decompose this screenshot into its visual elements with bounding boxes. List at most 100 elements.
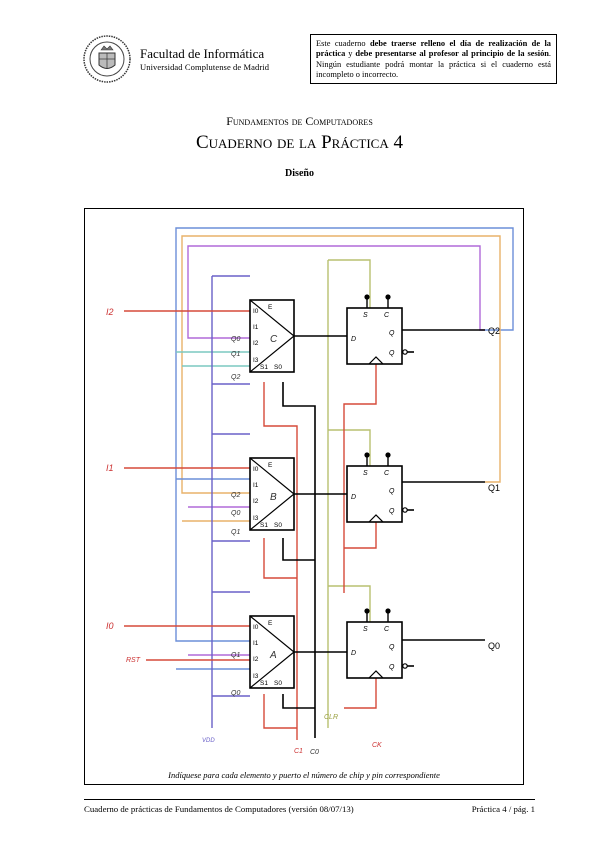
mux-pin-i0: I0: [253, 308, 259, 315]
mux-triangle: [249, 615, 295, 689]
ff-set-dot: [364, 452, 370, 458]
ff-pin-q: Q: [389, 644, 395, 651]
handwritten-q2-top: Q2: [231, 374, 240, 381]
mux-pin-i3: I3: [253, 515, 259, 522]
handwritten-input-i0: I0: [106, 621, 114, 631]
mux-body: [249, 615, 295, 689]
mux-pin-s1: S1: [260, 522, 268, 529]
university-seal-logo: [83, 35, 131, 83]
handwritten-q2-mid: Q2: [231, 492, 240, 499]
notice-bold: debe traerse relleno el día de realizaci…: [316, 39, 551, 59]
handwritten-vdd: VDD: [202, 738, 215, 744]
mux-pin-e: E: [268, 462, 273, 469]
notice-text: Este cuaderno: [316, 39, 370, 48]
output-label-q0: Q0: [488, 641, 500, 651]
footer-divider: [84, 799, 535, 800]
ff-clear-dot: [385, 452, 391, 458]
mux-pin-i1: I1: [253, 640, 259, 647]
course-name: Fundamentos de Computadores: [226, 114, 373, 128]
handwritten-clr: CLR: [324, 714, 338, 721]
notice-text: y: [345, 49, 356, 59]
ff-clock-triangle: [368, 356, 384, 365]
footer-left-text: Cuaderno de prácticas de Fundamentos de …: [84, 804, 354, 814]
ff-body: [346, 307, 403, 365]
handwritten-input-i2: I2: [106, 307, 114, 317]
mux-pin-i3: I3: [253, 673, 259, 680]
ff-pin-q: Q: [389, 330, 395, 337]
ff-set-dot: [364, 608, 370, 614]
handwritten-c0: C0: [310, 749, 319, 756]
mux-handwritten-mark: C: [270, 334, 278, 345]
flip-flop-0: S C D Q Q: [346, 608, 414, 679]
ff-pin-s: S: [363, 470, 368, 477]
section-title: Diseño: [285, 168, 314, 179]
mux-pin-i2: I2: [253, 656, 259, 663]
page-title: Cuaderno de la Práctica 4: [195, 132, 403, 153]
handwritten-q1-top: Q1: [231, 351, 240, 358]
diagram-frame: [84, 208, 524, 785]
ff-pin-s: S: [363, 626, 368, 633]
ff-pin-d: D: [351, 494, 356, 501]
mux-pin-s0: S0: [274, 680, 282, 687]
handwritten-q1-mid: Q1: [231, 529, 240, 536]
mux-body: [249, 299, 295, 373]
handwritten-q0-top: Q0: [231, 336, 240, 343]
notice-box: Este cuaderno debe traerse relleno el dí…: [310, 34, 557, 84]
mux-pin-i2: I2: [253, 340, 259, 347]
ff-set-dot: [364, 294, 370, 300]
handwritten-q0-bot: Q0: [231, 690, 240, 697]
ff-qn-bubble: [402, 663, 408, 669]
mux-handwritten-mark: B: [270, 492, 277, 503]
mux-pin-e: E: [268, 620, 273, 627]
faculty-name: Facultad de Informática: [140, 46, 265, 61]
handwritten-ck: CK: [372, 742, 382, 749]
wire-blue-feedback: [175, 227, 514, 642]
ff-pin-c: C: [384, 312, 390, 319]
handwritten-c1: C1: [294, 748, 303, 755]
handwritten-rst: RST: [126, 657, 141, 664]
output-label-q2: Q2: [488, 326, 500, 336]
ff-clock-triangle: [368, 670, 384, 679]
mux-pin-e: E: [268, 304, 273, 311]
wire-c0: [282, 382, 316, 738]
footer-page-number: Práctica 4 / pág. 1: [471, 804, 535, 814]
ff-body: [346, 621, 403, 679]
ff-body: [346, 465, 403, 523]
wire-clock: [343, 364, 377, 709]
ff-pin-c: C: [384, 626, 390, 633]
notice-bold: debe presentarse al profesor al principi…: [355, 49, 549, 59]
university-name: Universidad Complutense de Madrid: [140, 62, 270, 72]
ff-pin-q: Q: [389, 488, 395, 495]
handwritten-q1-bot: Q1: [231, 652, 240, 659]
mux-pin-i3: I3: [253, 357, 259, 364]
mux-body: [249, 457, 295, 531]
ff-pin-c: C: [384, 470, 390, 477]
flip-flop-1: S C D Q Q: [346, 452, 414, 523]
ff-pin-qn: Q: [389, 664, 395, 671]
ff-pin-qn: Q: [389, 508, 395, 515]
mux-pin-i1: I1: [253, 482, 259, 489]
ff-pin-s: S: [363, 312, 368, 319]
mux-pin-i1: I1: [253, 324, 259, 331]
mux-pin-i0: I0: [253, 466, 259, 473]
mux-pin-i0: I0: [253, 624, 259, 631]
mux-triangle: [249, 457, 295, 531]
ff-qn-bubble: [402, 507, 408, 513]
ff-pin-d: D: [351, 650, 356, 657]
ff-clock-triangle: [368, 514, 384, 523]
handwritten-q0-mid: Q0: [231, 510, 240, 517]
diagram-caption: Indíquese para cada elemento y puerto el…: [168, 770, 440, 780]
ff-qn-bubble: [402, 349, 408, 355]
mux-handwritten-mark: A: [269, 650, 277, 661]
wire-orange-feedback: [181, 235, 501, 494]
notice-text: . Ningún estudiante podrá montar la prác…: [316, 49, 552, 80]
ff-pin-d: D: [351, 336, 356, 343]
mux-triangle: [249, 299, 295, 373]
handwritten-input-i1: I1: [106, 463, 114, 473]
mux-pin-i2: I2: [253, 498, 259, 505]
